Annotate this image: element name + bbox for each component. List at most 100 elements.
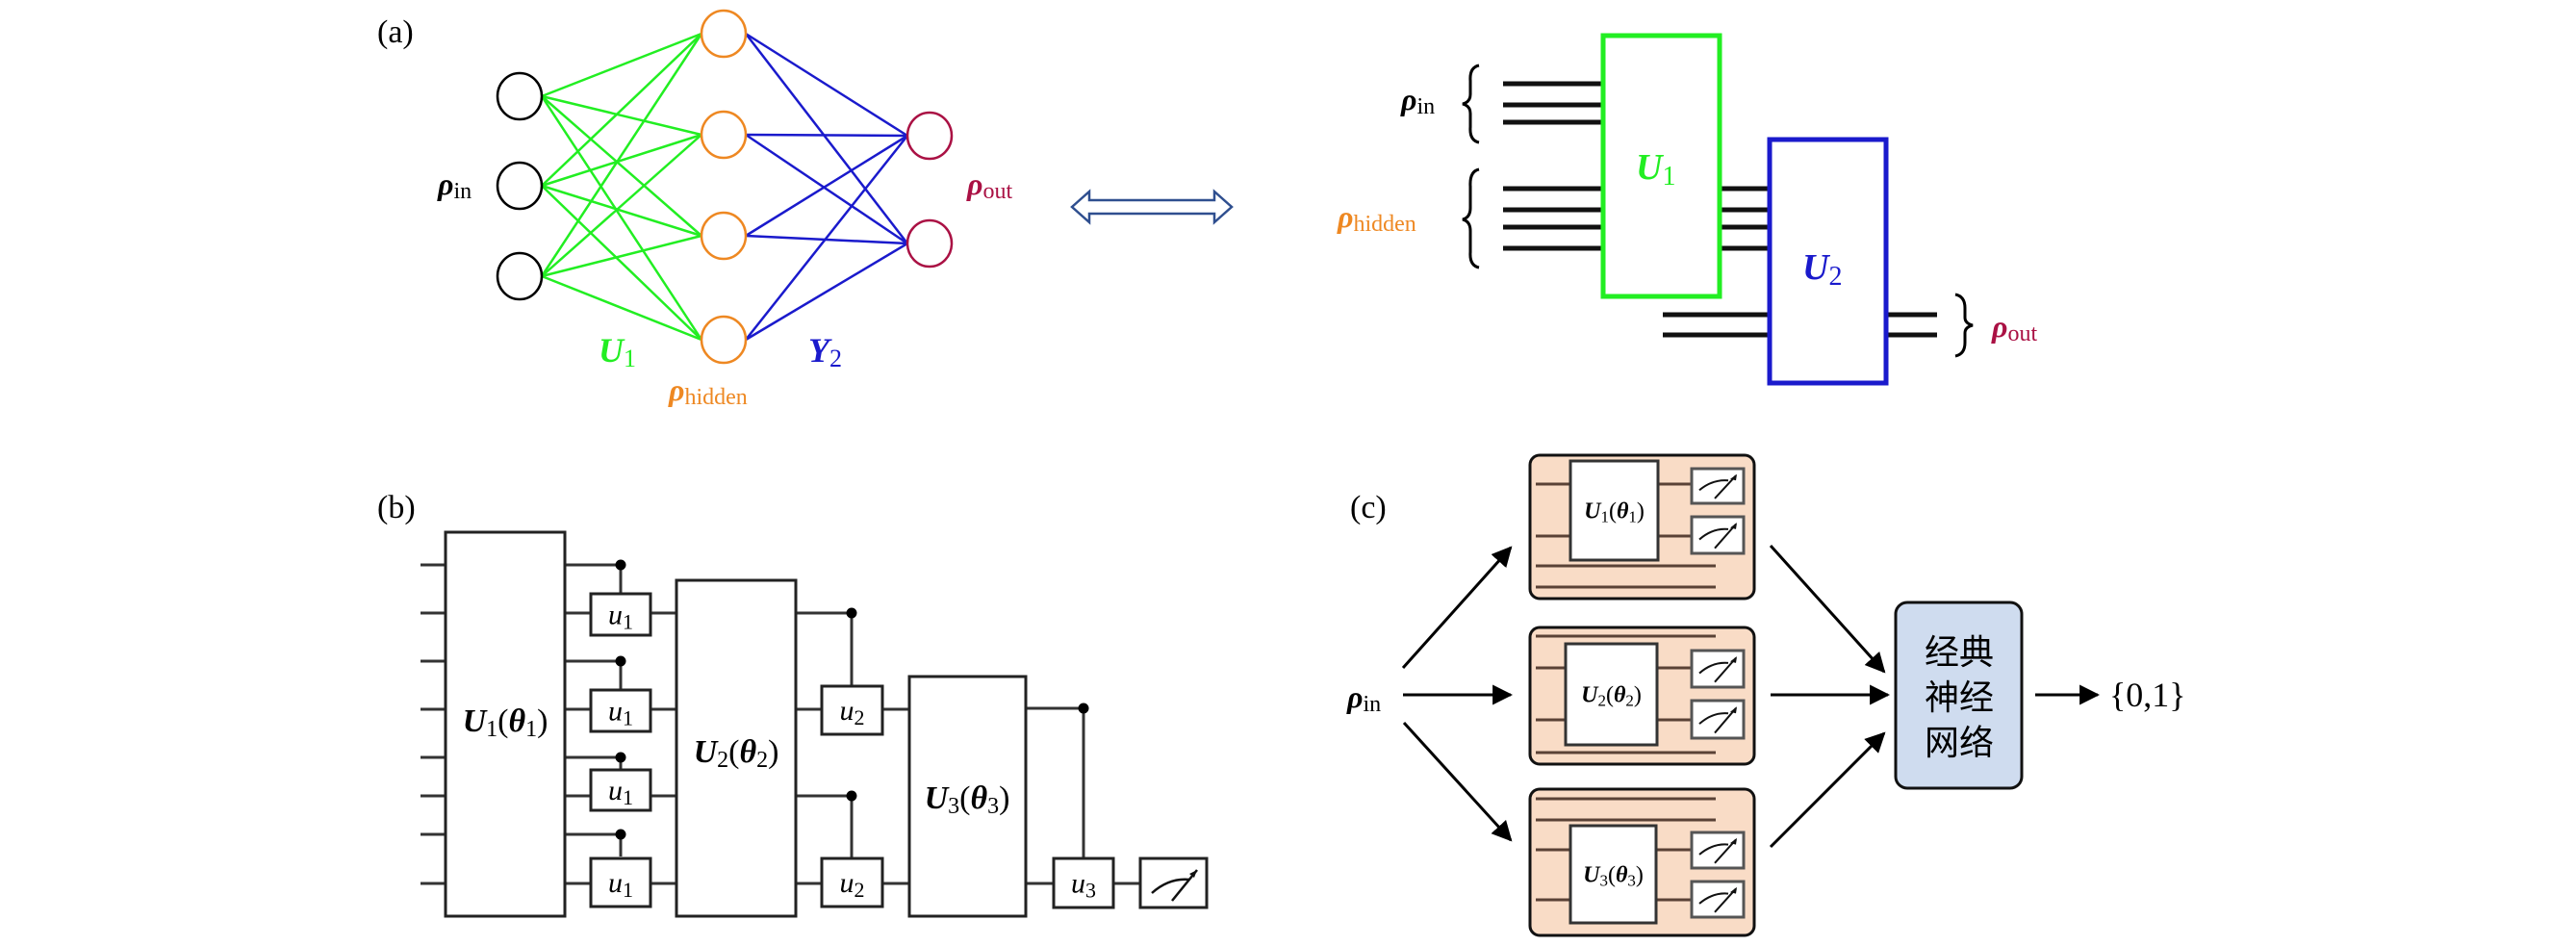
control-dot bbox=[615, 752, 626, 763]
network-nodes bbox=[496, 9, 954, 365]
panel-c-rho-in-label: ρin bbox=[1346, 679, 1381, 717]
sub-circuits: U1(θ1) U2(θ2) U3(θ3) bbox=[1528, 453, 1756, 937]
network-y2-label: Y2 bbox=[808, 331, 842, 372]
circuit-rho-out-label: ρout bbox=[1991, 309, 2037, 346]
panel-b: (b) U1(θ1) U2(θ2) U3(θ3) u1 u1 u1 u1 u2 u2 u3 bbox=[377, 490, 1209, 918]
hidden-node bbox=[700, 315, 748, 365]
gate-u2-theta2 bbox=[675, 578, 798, 918]
hidden-node bbox=[700, 110, 748, 160]
edge-u1 bbox=[541, 95, 702, 237]
edge-u1 bbox=[541, 274, 702, 342]
gate-u1 bbox=[1600, 33, 1722, 299]
output-node bbox=[905, 218, 954, 268]
hidden-node bbox=[700, 211, 748, 261]
gate-u2-small-label: u2 bbox=[840, 867, 865, 902]
gate-u2 bbox=[1767, 137, 1889, 386]
brace-rho-in bbox=[1462, 64, 1480, 144]
gate-u1-theta1 bbox=[444, 530, 567, 918]
classical-neural-network-box bbox=[1894, 601, 2024, 790]
small-gates: u1 u1 u1 u1 u2 u2 u3 bbox=[589, 592, 1115, 909]
gate-u1-small-label: u1 bbox=[608, 867, 633, 902]
input-node bbox=[496, 251, 544, 301]
gate-u2-theta2 bbox=[1564, 642, 1659, 747]
edge-u1 bbox=[541, 184, 702, 238]
circuit-b-controls bbox=[615, 559, 1089, 858]
edge-u1 bbox=[541, 33, 702, 187]
circuit-rho-hidden-label: ρhidden bbox=[1337, 199, 1416, 237]
edge-u1 bbox=[540, 33, 703, 277]
edge-y2 bbox=[745, 33, 908, 244]
meter-icon bbox=[1690, 649, 1746, 689]
gate-u3-small-label: u3 bbox=[1071, 868, 1096, 903]
output-arrows bbox=[1769, 544, 2101, 849]
arrow-to-circuit-1 bbox=[1401, 546, 1513, 670]
gate-u1-small: u1 bbox=[589, 592, 652, 637]
panel-c-label: (c) bbox=[1350, 490, 1387, 525]
gate-u2-label: U2 bbox=[1802, 247, 1842, 292]
double-arrow-icon bbox=[1070, 189, 1234, 225]
measurement-meter bbox=[1138, 857, 1209, 909]
gate-u2-small-label: u2 bbox=[840, 695, 865, 729]
arrow-from-circuit-1 bbox=[1769, 544, 1886, 674]
panel-b-label: (b) bbox=[377, 490, 416, 525]
edge-y2 bbox=[745, 133, 908, 245]
hidden-node bbox=[700, 9, 748, 59]
edge-u1 bbox=[541, 133, 702, 188]
meter-icon bbox=[1151, 869, 1198, 902]
u1-edges bbox=[540, 32, 703, 342]
arrow-from-circuit-3 bbox=[1769, 731, 1886, 849]
edge-y2 bbox=[745, 135, 908, 341]
gate-u1-small: u1 bbox=[589, 768, 652, 812]
quantum-circuit-2: U2(θ2) bbox=[1528, 626, 1756, 766]
gate-label: U3(θ3) bbox=[1583, 863, 1644, 890]
gate-label: U1(θ1) bbox=[1584, 499, 1645, 526]
meter-icon bbox=[1690, 699, 1746, 740]
meter-icon bbox=[1690, 515, 1746, 555]
edge-u1 bbox=[540, 95, 703, 341]
gate-u1-small: u1 bbox=[589, 688, 652, 733]
edge-y2 bbox=[745, 133, 908, 138]
brace-rho-out bbox=[1954, 293, 1974, 358]
gate-label: U2(θ2) bbox=[1581, 683, 1642, 710]
meter-icon bbox=[1690, 831, 1746, 870]
edge-u1 bbox=[541, 32, 702, 98]
control-dot bbox=[1078, 703, 1089, 714]
edge-u1 bbox=[541, 134, 702, 277]
gate-u3-theta3 bbox=[907, 675, 1028, 918]
meter-icon bbox=[1690, 467, 1746, 505]
edge-y2 bbox=[745, 134, 908, 238]
gate-u2-theta2-label: U2(θ2) bbox=[694, 734, 779, 773]
gate-u3-small: u3 bbox=[1052, 857, 1115, 909]
input-arrows bbox=[1401, 546, 1514, 842]
gate-u1-label: U1 bbox=[1636, 147, 1675, 192]
brace-rho-hidden bbox=[1462, 167, 1480, 269]
circuit-wires bbox=[1503, 81, 1937, 338]
network-u1-label: U1 bbox=[599, 331, 636, 372]
edge-u1 bbox=[541, 94, 702, 137]
classical-nn-line-1: 经典 bbox=[1925, 633, 1994, 673]
output-set-label: {0,1} bbox=[2109, 676, 2186, 714]
gate-u1-theta1-label: U1(θ1) bbox=[463, 703, 548, 742]
gate-u1-theta1 bbox=[1569, 459, 1660, 562]
panel-a-label: (a) bbox=[377, 14, 414, 50]
edge-u1 bbox=[541, 234, 702, 278]
input-node bbox=[496, 71, 544, 121]
circuit-equivalent: ρin ρhidden U1 U2 ρout bbox=[1337, 33, 2037, 386]
control-dot bbox=[615, 655, 626, 667]
panel-c: (c) ρin U1(θ1) U2(θ2) U3(θ3) 经典 神经 网络 {0,1… bbox=[1346, 453, 2186, 937]
control-dot bbox=[846, 790, 857, 802]
panel-a: (a) ρin ρout ρhidden U1 Y2 ρin ρ bbox=[377, 9, 2037, 410]
output-node bbox=[905, 111, 954, 161]
gate-u3-theta3 bbox=[1569, 824, 1658, 925]
classical-nn-line-3: 网络 bbox=[1925, 724, 1994, 763]
quantum-circuit-3: U3(θ3) bbox=[1528, 787, 1756, 937]
gate-u2-small: u2 bbox=[820, 684, 884, 736]
circuit-rho-in-label: ρin bbox=[1400, 82, 1435, 119]
arrow-to-circuit-3 bbox=[1402, 721, 1513, 842]
y2-edges bbox=[745, 32, 908, 342]
control-dot bbox=[615, 559, 626, 571]
edge-y2 bbox=[745, 242, 908, 342]
gate-u3-theta3-label: U3(θ3) bbox=[925, 780, 1010, 819]
classical-nn-line-2: 神经 bbox=[1925, 678, 1994, 718]
quantum-circuit-1: U1(θ1) bbox=[1528, 453, 1756, 601]
